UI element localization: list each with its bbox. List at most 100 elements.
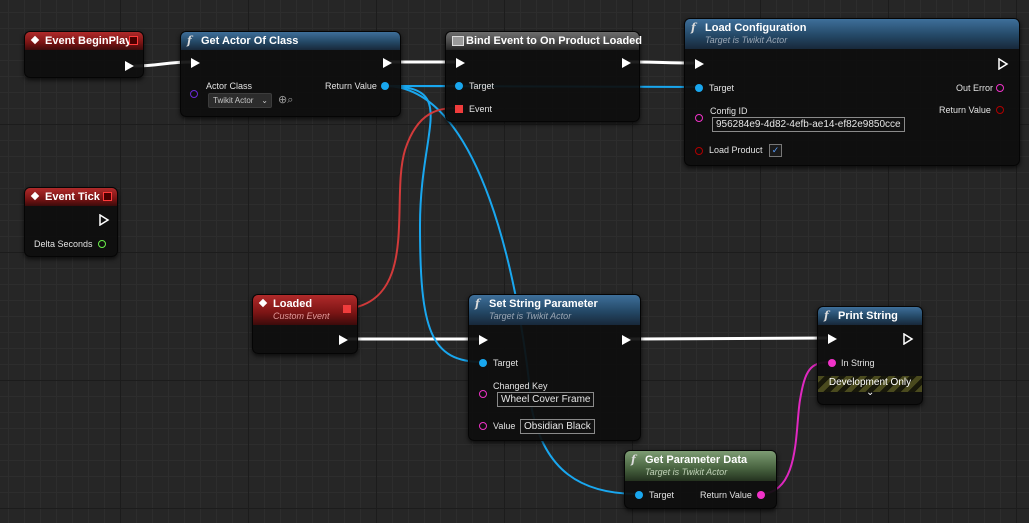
- node-title: Event BeginPlay: [45, 35, 132, 47]
- exec-in-pin[interactable]: [191, 58, 200, 68]
- node-header[interactable]: Loaded Custom Event: [253, 295, 357, 325]
- node-bind-event[interactable]: Bind Event to On Product Loaded Target E…: [445, 31, 642, 122]
- return-value-pin[interactable]: [757, 491, 765, 499]
- node-subtitle: Target is Twikit Actor: [645, 467, 728, 477]
- load-product-label: Load Product: [709, 145, 763, 155]
- value-input[interactable]: Obsidian Black: [520, 419, 595, 434]
- function-icon: f: [475, 297, 480, 310]
- exec-in-pin[interactable]: [456, 58, 465, 68]
- function-icon: f: [824, 309, 829, 322]
- node-subtitle: Target is Twikit Actor: [489, 311, 572, 321]
- development-only-label: Development Only: [828, 377, 912, 388]
- in-string-pin[interactable]: [828, 359, 836, 367]
- node-get-actor-of-class[interactable]: f Get Actor Of Class Actor Class Twikit …: [180, 31, 401, 117]
- node-header[interactable]: f Get Actor Of Class: [181, 32, 400, 50]
- delegate-square-icon: [129, 36, 138, 45]
- changed-key-input[interactable]: Wheel Cover Frame: [497, 392, 595, 407]
- node-title: Get Actor Of Class: [201, 35, 299, 47]
- delta-seconds-pin[interactable]: [98, 240, 106, 248]
- node-event-tick[interactable]: Event Tick Delta Seconds: [24, 187, 118, 257]
- function-icon: f: [187, 34, 192, 47]
- value-label: Value: [493, 421, 516, 431]
- actor-class-value: Twikit Actor: [213, 96, 254, 105]
- expand-chevron-icon[interactable]: ⌄: [866, 387, 875, 398]
- event-delegate-pin[interactable]: [455, 105, 463, 113]
- exec-out-pin[interactable]: [383, 58, 392, 68]
- load-product-pin[interactable]: [695, 147, 703, 155]
- node-set-string-parameter[interactable]: f Set String Parameter Target is Twikit …: [468, 294, 641, 441]
- event-label: Event: [469, 104, 493, 114]
- return-value-pin[interactable]: [996, 106, 1004, 114]
- node-title: Event Tick: [45, 191, 100, 203]
- bind-event-icon: [452, 36, 464, 46]
- node-title: Get Parameter Data: [645, 454, 748, 466]
- development-only-banner: Development Only: [818, 376, 922, 392]
- node-get-parameter-data[interactable]: f Get Parameter Data Target is Twikit Ac…: [624, 450, 777, 509]
- out-error-label: Out Error: [956, 83, 994, 93]
- function-icon: f: [691, 21, 696, 34]
- target-label: Target: [469, 81, 495, 91]
- function-icon: f: [631, 453, 636, 466]
- node-print-string[interactable]: f Print String In String Development Onl…: [817, 306, 923, 405]
- node-header[interactable]: Event Tick: [25, 188, 117, 206]
- return-value-label: Return Value: [700, 490, 752, 500]
- event-diamond-icon: [30, 191, 40, 201]
- exec-out-pin-hollow[interactable]: [997, 58, 1009, 70]
- node-subtitle: Custom Event: [273, 311, 330, 321]
- exec-out-pin[interactable]: [622, 58, 631, 68]
- return-value-pin[interactable]: [381, 82, 389, 90]
- target-pin[interactable]: [479, 359, 487, 367]
- exec-in-pin[interactable]: [479, 335, 488, 345]
- node-header[interactable]: Event BeginPlay: [25, 32, 143, 50]
- actor-class-label: Actor Class: [206, 81, 253, 91]
- delegate-out-pin[interactable]: [343, 305, 351, 313]
- node-loaded-custom-event[interactable]: Loaded Custom Event: [252, 294, 358, 354]
- delegate-square-icon: [103, 192, 112, 201]
- node-subtitle: Target is Twikit Actor: [705, 35, 788, 45]
- exec-out-pin[interactable]: [125, 61, 134, 71]
- node-title: Load Configuration: [705, 22, 807, 34]
- exec-out-pin-hollow[interactable]: [902, 333, 914, 345]
- exec-out-pin-hollow[interactable]: [98, 214, 110, 226]
- in-string-label: In String: [841, 358, 875, 368]
- delegate-wire-loaded-to-bind-event[interactable]: [346, 107, 459, 310]
- actor-class-pin[interactable]: [190, 90, 198, 98]
- config-id-pin[interactable]: [695, 114, 703, 122]
- target-label: Target: [493, 358, 519, 368]
- exec-out-pin[interactable]: [622, 335, 631, 345]
- zoom-icons[interactable]: ⊕⌕: [278, 94, 294, 106]
- delta-seconds-label: Delta Seconds: [34, 239, 93, 249]
- node-title: Set String Parameter: [489, 298, 598, 310]
- changed-key-label: Changed Key: [493, 381, 548, 391]
- exec-in-pin[interactable]: [828, 334, 837, 344]
- exec-in-pin[interactable]: [695, 59, 704, 69]
- node-title: Print String: [838, 310, 898, 322]
- config-id-label: Config ID: [710, 106, 748, 116]
- actor-class-dropdown[interactable]: Twikit Actor ⌄: [208, 93, 272, 108]
- exec-wire-setstring-to-printstring[interactable]: [627, 336, 828, 341]
- node-header[interactable]: f Get Parameter Data Target is Twikit Ac…: [625, 451, 776, 481]
- event-diamond-icon: [30, 35, 40, 45]
- chevron-down-icon: ⌄: [261, 96, 268, 105]
- return-value-label: Return Value: [939, 105, 991, 115]
- node-event-beginplay[interactable]: Event BeginPlay: [24, 31, 144, 78]
- target-pin[interactable]: [455, 82, 463, 90]
- node-title: Loaded: [273, 298, 313, 310]
- changed-key-pin[interactable]: [479, 390, 487, 398]
- out-error-pin[interactable]: [996, 84, 1004, 92]
- node-header[interactable]: Bind Event to On Product Loaded: [446, 32, 642, 50]
- node-load-configuration[interactable]: f Load Configuration Target is Twikit Ac…: [684, 18, 1020, 166]
- node-header[interactable]: f Print String: [818, 307, 922, 325]
- exec-out-pin[interactable]: [339, 335, 348, 345]
- value-pin[interactable]: [479, 422, 487, 430]
- node-header[interactable]: f Set String Parameter Target is Twikit …: [469, 295, 640, 325]
- node-title: Bind Event to On Product Loaded: [466, 35, 642, 47]
- load-product-checkbox[interactable]: ✓: [769, 144, 782, 157]
- target-pin[interactable]: [695, 84, 703, 92]
- return-value-label: Return Value: [325, 81, 377, 91]
- node-header[interactable]: f Load Configuration Target is Twikit Ac…: [685, 19, 1019, 49]
- target-label: Target: [649, 490, 675, 500]
- target-pin[interactable]: [635, 491, 643, 499]
- config-id-input[interactable]: 956284e9-4d82-4efb-ae14-ef82e9850cce: [712, 117, 905, 132]
- target-label: Target: [709, 83, 735, 93]
